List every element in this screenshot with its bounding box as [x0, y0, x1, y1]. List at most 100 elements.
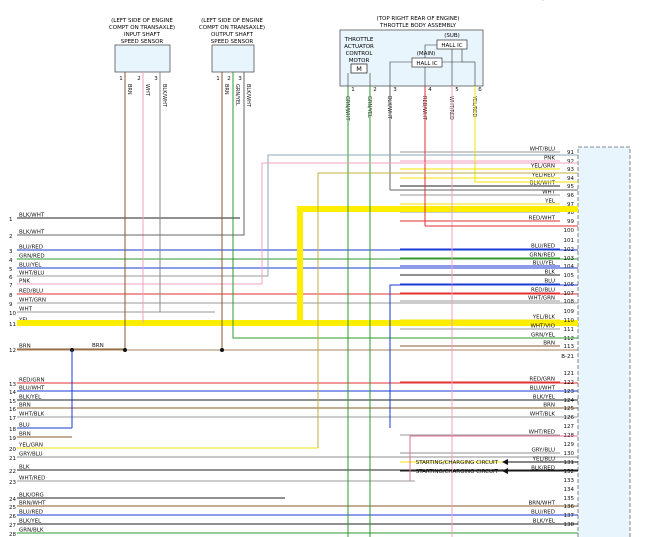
sensor2-location-line1: (LEFT SIDE OF ENGINE	[201, 18, 263, 24]
starting-charging-arrow-2	[502, 468, 508, 474]
ecm-wire-label-92: PNK	[544, 156, 555, 162]
ecm-wire-label-132: BLK/RED	[531, 466, 555, 472]
ecm-wire-label-97: YEL	[544, 199, 556, 205]
ecm-wire-label-102: BLU/RED	[531, 244, 555, 250]
sub-label: (SUB)	[444, 33, 460, 39]
left-wire-label-28: GRN/BLK	[19, 528, 44, 534]
throttle-pin-6: 6	[478, 87, 482, 93]
left-wire-label-25: BRN/WHT	[19, 501, 46, 507]
ecm-pin-124: 124	[564, 398, 575, 404]
left-wire-label-27: BLK/YEL	[19, 519, 42, 525]
left-wire-number-3: 3	[9, 249, 13, 255]
ecm-pin-100: 100	[564, 228, 575, 234]
left-wire-label-15: BLK/YEL	[19, 395, 42, 401]
mid-brn-label: BRN	[92, 343, 104, 349]
left-wire-label-26: BLU/RED	[19, 510, 43, 516]
ecm-pin-91: 91	[567, 150, 574, 156]
left-wire-number-6: 6	[9, 275, 13, 281]
throttle-pin-label-4: RED/WHT	[421, 96, 427, 121]
left-wire-number-21: 21	[9, 456, 16, 462]
ecm-wire-label-99: RED/WHT	[529, 216, 556, 222]
ecm-pin-107: 107	[564, 291, 575, 297]
ecm-pin-121: 121	[564, 371, 575, 377]
ecm-pin-105: 105	[564, 273, 575, 279]
left-wire-number-14: 14	[9, 390, 16, 396]
ecm-wire-label-112: GRN/YEL	[531, 333, 556, 339]
sensor2-location-line2: COMPT ON TRANSAXLE)	[199, 25, 265, 31]
left-wire-number-1: 1	[9, 217, 13, 223]
connector-b21-label: B-21	[561, 354, 574, 360]
ecm-pin-104: 104	[564, 264, 575, 270]
left-wire-number-25: 25	[9, 505, 16, 511]
ecm-wire-label-103: GRN/RED	[529, 253, 555, 259]
left-wire-label-8: RED/BLU	[19, 289, 43, 295]
sensor2-pin-3: 3	[238, 76, 242, 82]
sensor1-pin-1: 1	[119, 76, 123, 82]
ecm-connector-box	[577, 146, 631, 537]
left-wire-number-4: 4	[9, 258, 13, 264]
route-blu-106	[389, 284, 578, 428]
ecm-pin-92: 92	[567, 159, 574, 165]
left-wire-label-23: WHT/RED	[19, 476, 45, 482]
left-wire-number-9: 9	[9, 302, 13, 308]
left-wire-number-7: 7	[9, 283, 13, 289]
sensor1-pin-3: 3	[154, 76, 158, 82]
ecm-wire-label-104: BLU/YEL	[533, 261, 556, 267]
ecm-pin-130: 130	[564, 451, 575, 457]
sensor2-pin-label-2: GRN/YEL	[234, 84, 240, 106]
throttle-box	[339, 29, 484, 87]
ecm-pin-96: 96	[567, 193, 574, 199]
ecm-pin-136: 136	[564, 504, 575, 510]
ecm-wire-label-107: RED/BLU	[531, 288, 555, 294]
route-wht-blu	[267, 154, 578, 276]
ecm-pin-137: 137	[564, 513, 575, 519]
ecm-pin-108: 108	[564, 299, 575, 305]
left-wire-label-3: BLU/RED	[19, 245, 43, 251]
ecm-pin-99: 99	[567, 219, 574, 225]
left-wire-label-1: BLK/WHT	[19, 213, 45, 219]
ecm-pin-127: 127	[564, 424, 575, 430]
throttle-pin-label-6: YEL/RED	[471, 95, 477, 117]
left-wire-number-18: 18	[9, 427, 16, 433]
sensor1-location-line1: (LEFT SIDE OF ENGINE	[111, 18, 173, 24]
ecm-wire-label-123: BLU/WHT	[530, 386, 556, 392]
throttle-title: THROTTLE BODY ASSEMBLY	[379, 23, 457, 29]
ecm-wire-label-91: WHT/BLU	[530, 147, 555, 153]
left-wire-number-19: 19	[9, 436, 16, 442]
ecm-wire-label-136: BRN/WHT	[529, 501, 556, 507]
hall-ic-main: HALL IC	[416, 61, 437, 67]
junction-dot-1	[123, 348, 127, 352]
ecm-wire-label-110: YEL/BLK	[532, 315, 556, 321]
left-wire-label-24: BLK/ORG	[19, 493, 44, 499]
ecm-pin-109: 109	[564, 309, 575, 315]
left-wire-label-22: BLK	[19, 465, 30, 471]
ecm-pin-122: 122	[564, 380, 575, 386]
ecm-wire-label-93: YEL/GRN	[530, 164, 555, 170]
throttle-pin-label-2: GRN/YEL	[366, 96, 372, 118]
throttle-body-assembly: (TOP RIGHT REAR OF ENGINE) THROTTLE BODY…	[339, 16, 484, 87]
sensor1-pin-2: 2	[137, 76, 141, 82]
left-wire-number-13: 13	[9, 382, 16, 388]
ecm-pin-131: 131	[564, 460, 575, 466]
ecm-wire-label-94: YEL/RED	[531, 173, 555, 179]
left-wire-number-8: 8	[9, 293, 13, 299]
ecm-pin-98: 98	[567, 210, 574, 216]
sensor2-pin-label-3: BLK/WHT	[245, 84, 251, 108]
ecm-wire-label-130: GRY/BLU	[531, 448, 555, 454]
left-wire-label-10: WHT	[19, 307, 33, 313]
ecm-wire-label-105: BLK	[545, 270, 556, 276]
left-wire-number-22: 22	[9, 469, 16, 475]
starting-charging-label-2: STARTING/CHARGING CIRCUIT	[416, 469, 499, 475]
ecm-pin-112: 112	[564, 336, 575, 342]
ecm-pin-113: 113	[564, 344, 575, 350]
input-shaft-speed-sensor: (LEFT SIDE OF ENGINE COMPT ON TRANSAXLE)…	[109, 18, 175, 73]
ecm-wire-label-138: BLK/YEL	[533, 519, 556, 525]
sensor1-pin-label-1: BRN	[126, 84, 132, 95]
sensor2-name-line2: SPEED SENSOR	[211, 39, 254, 45]
sensor1-name-line2: SPEED SENSOR	[121, 39, 164, 45]
left-wire-number-12: 12	[9, 348, 16, 354]
throttle-pin-3: 3	[393, 87, 397, 93]
ecm-pin-102: 102	[564, 247, 575, 253]
left-wire-label-16: BRN	[19, 403, 31, 409]
left-wire-label-17: WHT/BLK	[19, 412, 45, 418]
